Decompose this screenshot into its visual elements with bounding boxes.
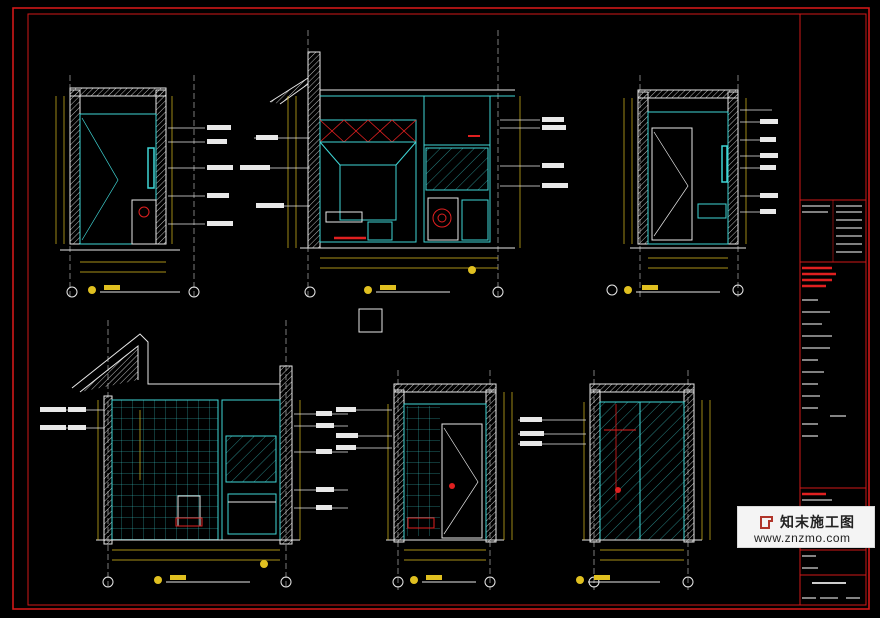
elevation-d-title bbox=[102, 560, 292, 588]
watermark-name: 知末施工图 bbox=[780, 514, 855, 530]
elevation-c-title bbox=[606, 284, 744, 296]
elevation-f bbox=[518, 370, 711, 590]
elevation-a-title bbox=[66, 285, 200, 298]
elevation-e-title bbox=[392, 575, 496, 588]
drawing-frame bbox=[12, 7, 870, 610]
elevation-f-title bbox=[576, 575, 694, 588]
elevation-e bbox=[336, 370, 513, 590]
watermark-badge: 知末施工图 www.znzmo.com bbox=[737, 506, 875, 548]
elevation-a bbox=[55, 75, 233, 300]
elevation-d bbox=[40, 320, 348, 590]
elevation-c bbox=[606, 75, 778, 300]
reference-box bbox=[358, 308, 383, 333]
znzmo-logo-icon bbox=[760, 516, 773, 529]
elevation-b-title bbox=[304, 266, 504, 298]
elevation-b bbox=[240, 30, 568, 300]
watermark-url: www.znzmo.com bbox=[754, 531, 851, 545]
